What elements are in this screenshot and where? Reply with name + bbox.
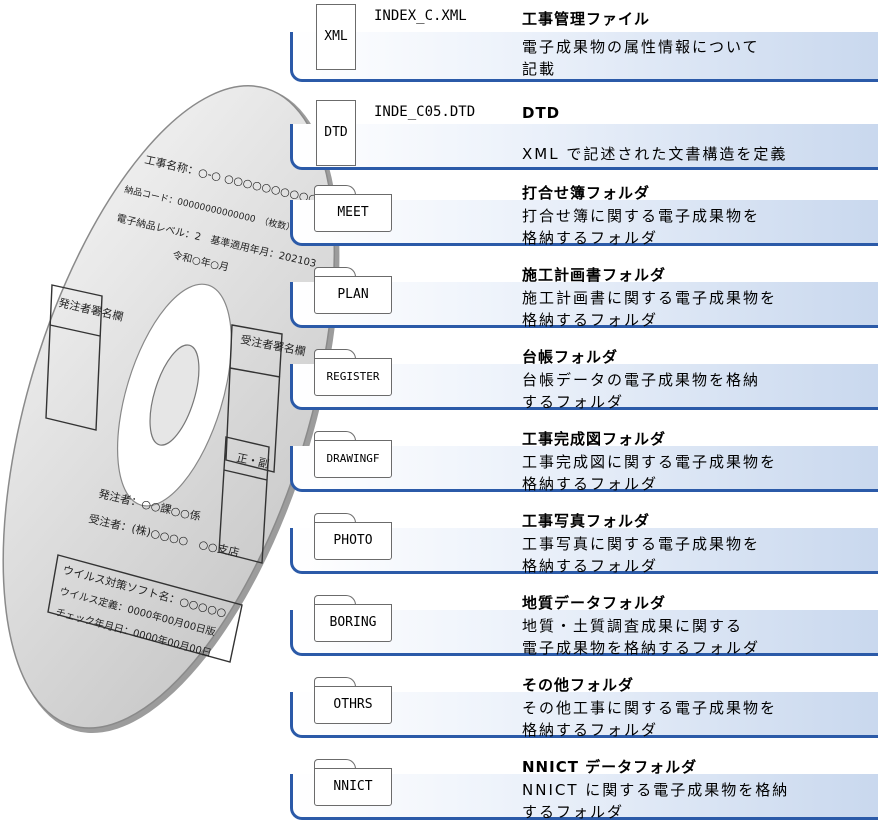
row-title: 打合せ簿フォルダ	[522, 184, 651, 202]
folder-icon-label: BORING	[329, 615, 377, 630]
row-title: 施工計画書フォルダ	[522, 266, 667, 284]
folder-icon-label: PHOTO	[333, 533, 373, 548]
row-description: 打合せ簿に関する電子成果物を 格納するフォルダ	[522, 207, 761, 247]
row-description: その他工事に関する電子成果物を 格納するフォルダ	[522, 699, 778, 739]
row-description: 台帳データの電子成果物を格納 するフォルダ	[522, 371, 761, 411]
document-icon-label: XML	[324, 29, 348, 44]
folder-icon-label: DRAWINGF	[326, 452, 380, 465]
folder-row-register: REGISTER 台帳フォルダ 台帳データの電子成果物を格納 するフォルダ	[290, 344, 878, 428]
folder-icon: BORING	[314, 604, 392, 642]
row-band	[290, 32, 878, 82]
row-description: NNICT に関する電子成果物を格納 するフォルダ	[522, 781, 790, 821]
folder-icon-label: OTHRS	[333, 697, 373, 712]
document-icon: XML	[316, 4, 356, 70]
row-description: XML で記述された文書構造を定義	[522, 145, 788, 163]
folder-icon-label: NNICT	[333, 779, 373, 794]
row-title: 地質データフォルダ	[522, 594, 667, 612]
folder-icon: NNICT	[314, 768, 392, 806]
file-row-index-dtd: DTD INDE_C05.DTD DTD XML で記述された文書構造を定義	[290, 96, 878, 180]
folder-icon: DRAWINGF	[314, 440, 392, 478]
document-icon: DTD	[316, 100, 356, 166]
row-description: 工事写真に関する電子成果物を 格納するフォルダ	[522, 535, 761, 575]
row-title: 工事管理ファイル	[522, 10, 651, 28]
folder-row-meet: MEET 打合せ簿フォルダ 打合せ簿に関する電子成果物を 格納するフォルダ	[290, 180, 878, 264]
row-band	[290, 124, 878, 170]
folder-icon: OTHRS	[314, 686, 392, 724]
file-name: INDE_C05.DTD	[374, 104, 476, 120]
row-description: 地質・土質調査成果に関する 電子成果物を格納するフォルダ	[522, 617, 761, 657]
row-description: 施工計画書に関する電子成果物を 格納するフォルダ	[522, 289, 778, 329]
file-row-index-xml: XML INDEX_C.XML 工事管理ファイル 電子成果物の属性情報について …	[290, 0, 878, 84]
folder-row-othrs: OTHRS その他フォルダ その他工事に関する電子成果物を 格納するフォルダ	[290, 672, 878, 756]
folder-row-plan: PLAN 施工計画書フォルダ 施工計画書に関する電子成果物を 格納するフォルダ	[290, 262, 878, 346]
folder-icon: PLAN	[314, 276, 392, 314]
folder-icon: MEET	[314, 194, 392, 232]
row-title: その他フォルダ	[522, 676, 635, 694]
row-title: 工事写真フォルダ	[522, 512, 651, 530]
document-icon-label: DTD	[324, 125, 348, 140]
folder-icon-label: PLAN	[337, 287, 369, 302]
row-title: DTD	[522, 104, 561, 122]
folder-row-drawingf: DRAWINGF 工事完成図フォルダ 工事完成図に関する電子成果物を 格納するフ…	[290, 426, 878, 510]
file-name: INDEX_C.XML	[374, 8, 467, 24]
folder-icon-label: MEET	[337, 205, 369, 220]
folder-icon-label: REGISTER	[326, 370, 380, 383]
cd-disc	[2, 85, 340, 734]
row-description: 工事完成図に関する電子成果物を 格納するフォルダ	[522, 453, 778, 493]
folder-icon: PHOTO	[314, 522, 392, 560]
row-description: 電子成果物の属性情報について 記載	[522, 38, 760, 78]
row-title: 工事完成図フォルダ	[522, 430, 667, 448]
folder-row-nnict: NNICT NNICT データフォルダ NNICT に関する電子成果物を格納 す…	[290, 754, 878, 836]
folder-row-boring: BORING 地質データフォルダ 地質・土質調査成果に関する 電子成果物を格納す…	[290, 590, 878, 674]
row-title: 台帳フォルダ	[522, 348, 619, 366]
folder-row-photo: PHOTO 工事写真フォルダ 工事写真に関する電子成果物を 格納するフォルダ	[290, 508, 878, 592]
folder-icon: REGISTER	[314, 358, 392, 396]
row-title: NNICT データフォルダ	[522, 758, 698, 776]
